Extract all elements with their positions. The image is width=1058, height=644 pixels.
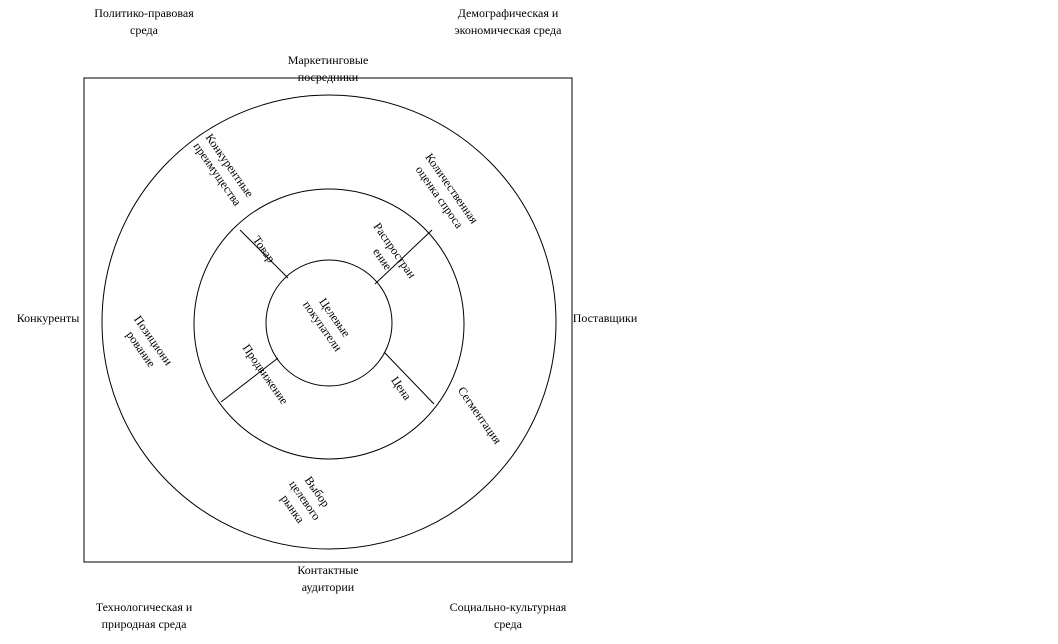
political-legal-label: Политико-правовая среда	[94, 6, 194, 37]
divider-top-left	[239, 229, 289, 279]
outer-circle	[101, 94, 557, 550]
competitors-label: Конкуренты	[16, 311, 80, 325]
intermediaries-label: Маркетинговые посредники	[287, 53, 369, 84]
social-cultural-label: Социально-культурная среда	[449, 600, 567, 631]
contact-audiences-label: Контактные аудитории	[297, 563, 359, 594]
technological-natural-label: Технологическая и природная среда	[95, 600, 193, 631]
suppliers-label: Поставщики	[572, 311, 638, 325]
middle-circle	[193, 188, 465, 460]
inner-circle	[265, 259, 393, 387]
divider-bottom-right	[383, 351, 435, 405]
divider-top-right	[374, 229, 433, 285]
divider-bottom-left	[220, 357, 279, 403]
demographic-economic-label: Демографическая и экономическая среда	[454, 6, 562, 37]
company-boundary-rect	[83, 77, 573, 563]
